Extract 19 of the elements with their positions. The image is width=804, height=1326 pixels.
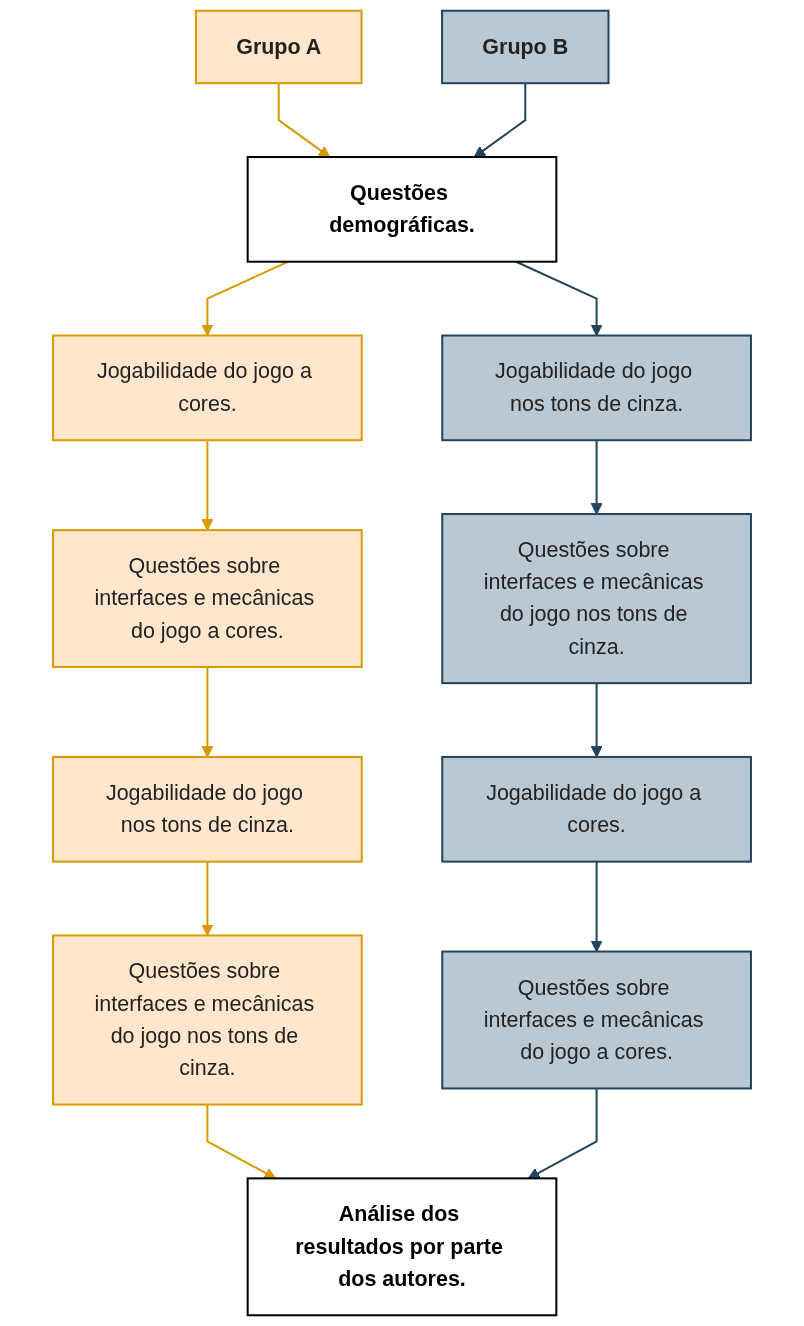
arrow xyxy=(277,83,331,158)
node-box: Análise dos resultados por parte dos autores. xyxy=(246,1177,558,1317)
node-box: Grupo B xyxy=(441,9,610,85)
arrow xyxy=(527,1088,598,1179)
node-box: Grupo A xyxy=(194,9,363,85)
node-box: Questões demográficas. xyxy=(246,156,558,263)
arrow xyxy=(201,440,214,531)
node-box: Jogabilidade do jogo a cores. xyxy=(52,334,363,442)
node-box: Jogabilidade do jogo nos tons de cinza. xyxy=(441,334,752,442)
node-box: Jogabilidade do jogo a cores. xyxy=(441,755,752,863)
node-box: Questões sobre interfaces e mecânicas do jogo a cores. xyxy=(52,529,363,669)
node-box: Questões sobre interfaces e mecânicas do jogo nos tons de cinza. xyxy=(441,513,752,685)
node-box: Questões sobre interfaces e mecânicas do jogo nos tons de cinza. xyxy=(52,934,363,1106)
node-box: Questões sobre interfaces e mecânicas do jogo a cores. xyxy=(441,950,752,1090)
node-box: Jogabilidade do jogo nos tons de cinza. xyxy=(52,755,363,863)
arrow xyxy=(201,861,214,936)
arrow xyxy=(206,1104,277,1179)
arrow xyxy=(590,440,603,515)
arrow xyxy=(473,83,527,158)
